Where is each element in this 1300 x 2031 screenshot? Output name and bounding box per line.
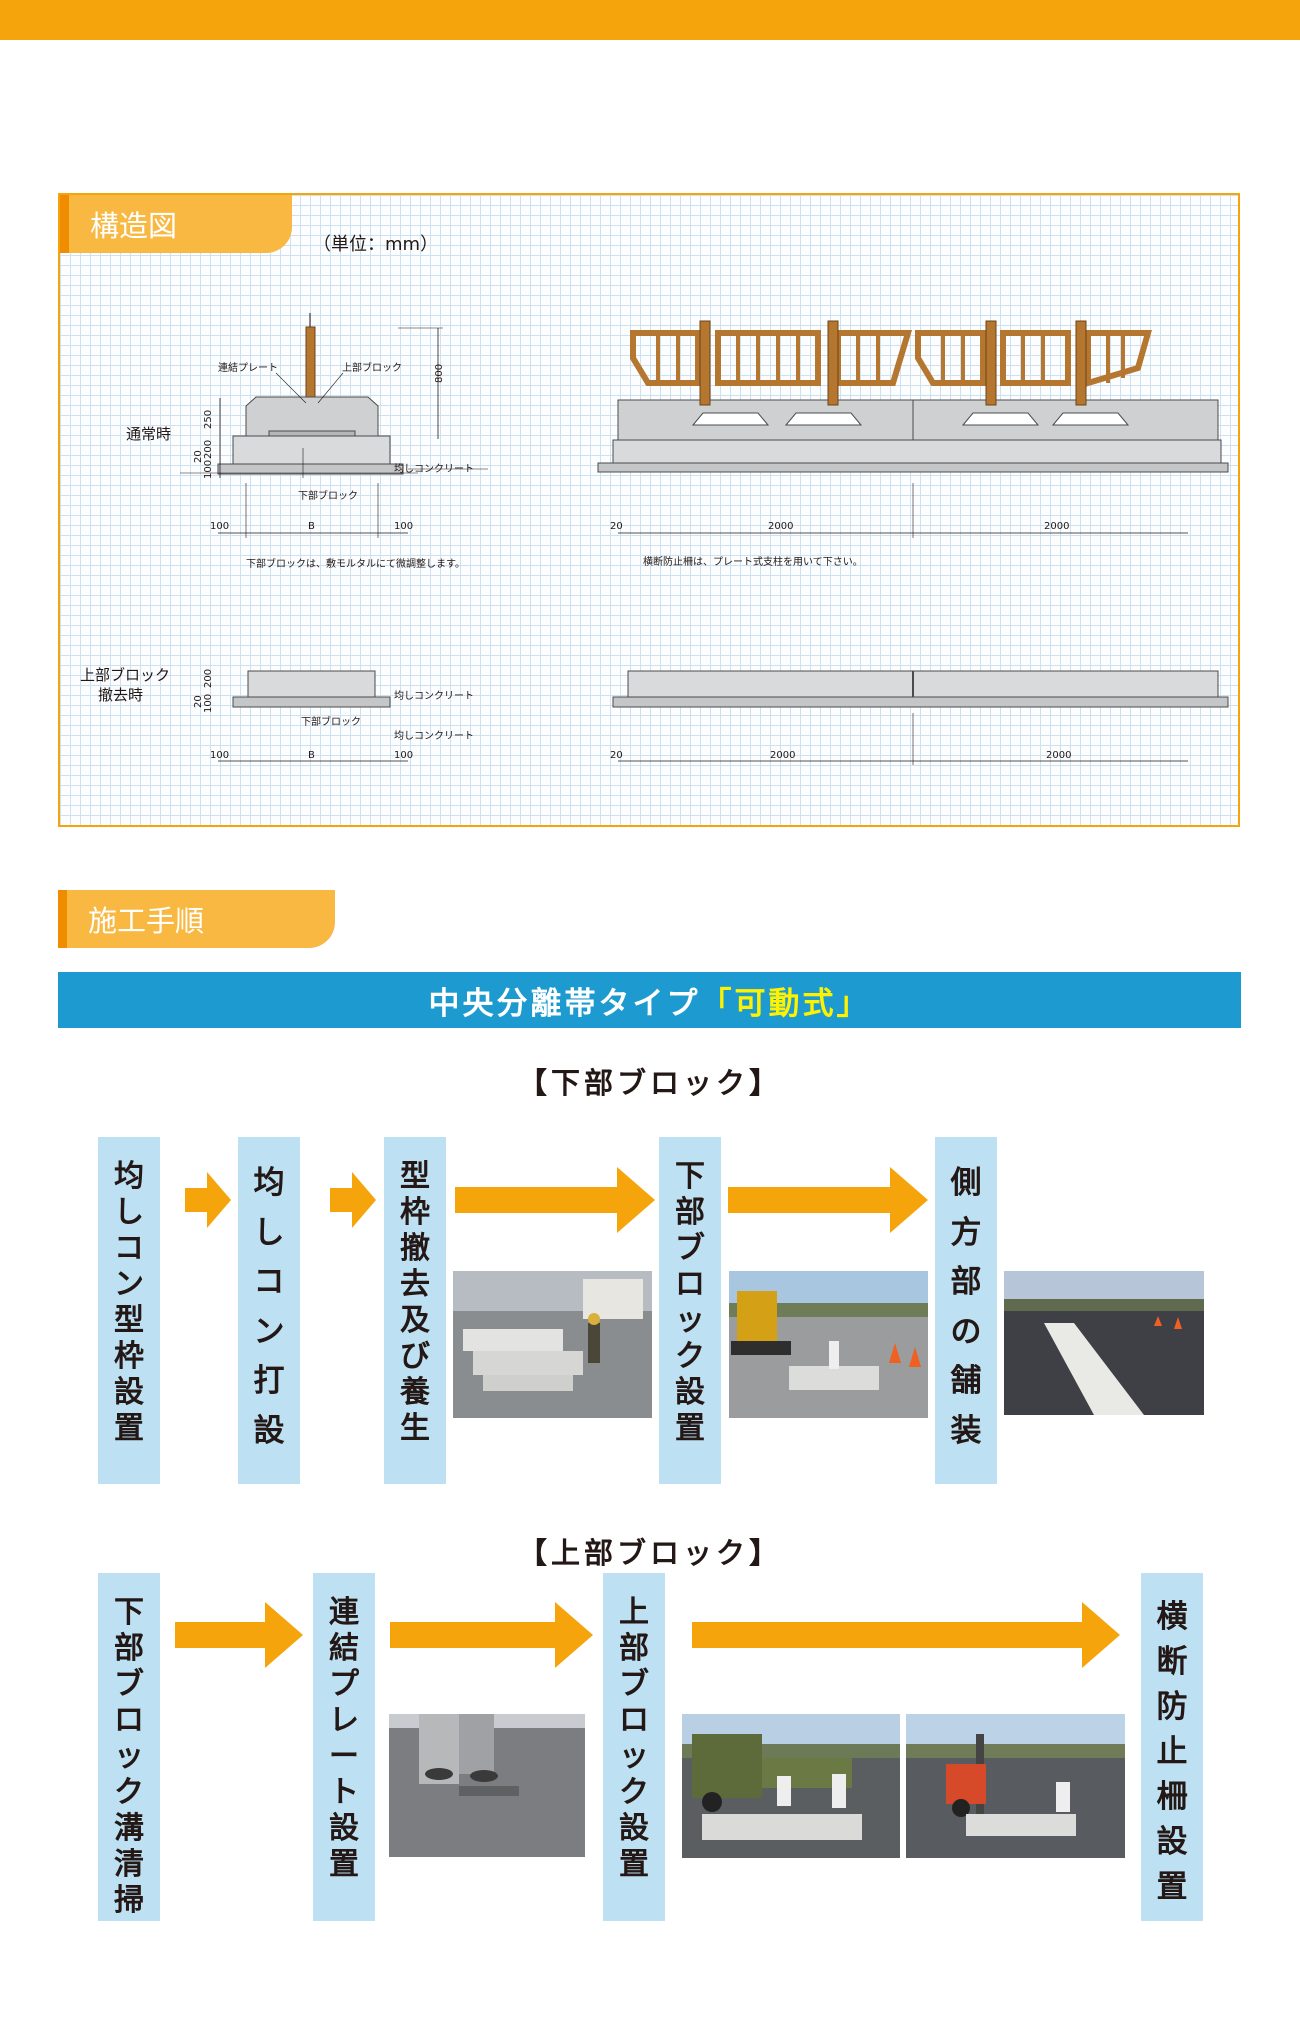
top-accent-bar (0, 0, 1300, 40)
photo-side-paving (1004, 1271, 1204, 1415)
structure-diagram-panel: 構造図 (58, 193, 1240, 827)
svg-text:20: 20 (193, 695, 204, 708)
note-left: 下部ブロックは、敷モルタルにて微調整します。 (246, 557, 465, 570)
svg-text:2000: 2000 (770, 750, 795, 761)
dim-b: B (308, 521, 315, 532)
photo-formwork-removal (453, 1271, 652, 1418)
dim-250: 250 (203, 410, 214, 429)
dim-200: 200 (203, 440, 214, 459)
svg-text:B: B (308, 750, 315, 761)
step-lower-1: 均しコン型枠設置 (98, 1137, 160, 1484)
svg-text:100: 100 (203, 694, 214, 713)
dim-100-right: 100 (394, 521, 413, 532)
lower-blocks-side (612, 439, 1222, 464)
step-lower-2: 均しコン打設 (238, 1137, 300, 1484)
step-upper-3: 上部ブロック設置 (603, 1573, 665, 1921)
arrow-icon (330, 1172, 376, 1228)
dim-800: 800 (434, 364, 445, 383)
photo-upper-block-forklift (906, 1714, 1125, 1858)
fence-posts (699, 320, 1087, 406)
upper-block-heading: 【上部ブロック】 (518, 1536, 783, 1570)
svg-text:2000: 2000 (1046, 750, 1071, 761)
svg-text:100: 100 (394, 750, 413, 761)
removed-section: 上部ブロック 撤去時 下部ブロック 均しコンクリート 均しコンクリート 200 … (80, 666, 1229, 765)
section-tab-structure: 構造図 (60, 195, 292, 253)
lower-block-shape (232, 435, 391, 465)
label-normal: 通常時 (126, 425, 171, 443)
section-tab-mark (60, 195, 69, 253)
fence-bars (656, 333, 1125, 383)
section-tab-mark-2 (58, 890, 67, 948)
leveling-concrete-shape (217, 463, 404, 475)
label-renketsu-plate: 連結プレート (218, 361, 278, 374)
svg-text:100: 100 (210, 750, 229, 761)
left-normal-section: 通常時 連結プレート 上部ブロック 下部ブロック 均しコンクリート 800 25… (126, 313, 488, 570)
dim-20-right: 20 (610, 521, 623, 532)
lower-block-heading: 【下部ブロック】 (518, 1066, 783, 1100)
structure-drawing: 通常時 連結プレート 上部ブロック 下部ブロック 均しコンクリート 800 25… (80, 313, 1229, 765)
right-normal-section: 20 2000 2000 横断防止柵は、プレート式支柱を用いて下さい。 (597, 320, 1229, 568)
step-upper-4: 横断防止柵設置 (1141, 1573, 1203, 1921)
arrow-icon (175, 1602, 303, 1668)
label-removed-1: 上部ブロック (80, 666, 170, 684)
dim-100-left: 100 (210, 521, 229, 532)
note-right: 横断防止柵は、プレート式支柱を用いて下さい。 (643, 555, 863, 568)
unit-label: （単位：mm） (313, 234, 439, 255)
section-title-procedure: 施工手順 (88, 904, 205, 938)
step-upper-2: 連結プレート設置 (313, 1573, 375, 1921)
photo-upper-block-truck (682, 1714, 900, 1858)
label-lower-block-2: 下部ブロック (301, 715, 361, 728)
type-banner: 中央分離帯タイプ「可動式」 (58, 972, 1241, 1028)
arrow-icon (390, 1602, 593, 1668)
step-lower-4: 下部ブロック設置 (659, 1137, 721, 1484)
label-lower-block: 下部ブロック (298, 489, 358, 502)
svg-text:200: 200 (203, 669, 214, 688)
banner-text: 中央分離帯タイプ (428, 985, 701, 1022)
banner-highlight: 「可動式」 (700, 985, 871, 1022)
label-removed-2: 撤去時 (98, 686, 143, 704)
step-lower-5: 側方部の舗装 (935, 1137, 997, 1484)
arrow-icon (185, 1172, 231, 1228)
arrow-icon (728, 1167, 928, 1233)
label-leveling-concrete: 均しコンクリート (394, 463, 474, 475)
label-leveling-concrete-2: 均しコンクリート (394, 690, 474, 702)
upper-block-shape (245, 396, 379, 437)
svg-text:20: 20 (610, 750, 623, 761)
photo-lower-block-placement (729, 1271, 928, 1418)
section-title-structure: 構造図 (90, 209, 178, 243)
step-lower-3: 型枠撤去及び養生 (384, 1137, 446, 1484)
dim-2000-b: 2000 (1044, 521, 1069, 532)
photo-connecting-plate (389, 1714, 585, 1857)
arrow-icon (455, 1167, 655, 1233)
label-leveling-concrete-3: 均しコンクリート (394, 730, 474, 742)
dim-20: 20 (193, 450, 204, 463)
label-upper-block: 上部ブロック (342, 361, 402, 374)
lower-blocks-removed-side (627, 670, 1219, 698)
arrow-icon (692, 1602, 1120, 1668)
lower-block-removed (247, 670, 376, 698)
section-tab-procedure: 施工手順 (58, 890, 335, 948)
step-upper-1: 下部ブロック溝清掃 (98, 1573, 160, 1921)
dim-100-v: 100 (203, 460, 214, 479)
dim-2000-a: 2000 (768, 521, 793, 532)
